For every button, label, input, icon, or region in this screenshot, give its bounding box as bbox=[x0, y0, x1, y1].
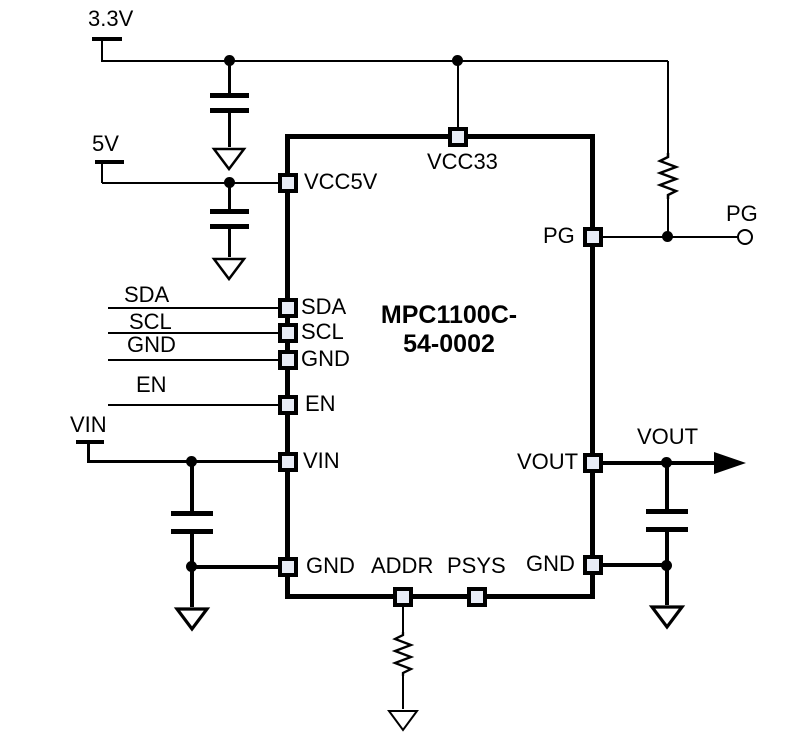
wire-cap-3v3-top bbox=[228, 61, 231, 94]
ic-part-number-line2: 54-0002 bbox=[403, 330, 495, 358]
pin-square-addr bbox=[393, 587, 413, 607]
net-label-scl: SCL bbox=[129, 309, 172, 334]
pin-square-en bbox=[278, 395, 298, 415]
pin-label-psys: PSYS bbox=[447, 553, 506, 578]
net-label-pg: PG bbox=[726, 201, 758, 226]
wire-5v-stub bbox=[101, 163, 103, 183]
pin-label-scl: SCL bbox=[301, 319, 344, 344]
ground-icon-vin bbox=[173, 607, 211, 632]
pin-square-gnd-left bbox=[278, 350, 298, 370]
wire-3v3-stub bbox=[101, 40, 103, 62]
pin-square-gnd-bottom-right bbox=[583, 555, 603, 575]
junction-dot bbox=[224, 177, 235, 188]
wire-pg-pullup-top bbox=[667, 61, 669, 156]
junction-dot bbox=[186, 456, 197, 467]
vout-arrow-icon bbox=[714, 452, 746, 474]
net-label-vout: VOUT bbox=[637, 424, 699, 449]
wire-vout bbox=[603, 461, 717, 465]
wire-cap-5v-top bbox=[228, 184, 231, 210]
capacitor-3v3-plate-top bbox=[210, 93, 249, 98]
pin-square-vcc5v bbox=[278, 173, 298, 193]
ground-icon-addr bbox=[387, 710, 419, 732]
supply-terminal-3v3 bbox=[92, 37, 122, 41]
wire-addr-top bbox=[402, 607, 404, 633]
wire-vin bbox=[87, 460, 278, 463]
junction-dot bbox=[662, 231, 673, 242]
capacitor-5v-plate-bottom bbox=[210, 224, 249, 229]
pg-terminal-circle bbox=[737, 229, 753, 245]
pin-label-sda: SDA bbox=[301, 294, 347, 319]
junction-dot bbox=[452, 55, 463, 66]
junction-dot bbox=[186, 561, 197, 572]
pin-label-en: EN bbox=[305, 391, 336, 416]
pin-label-vcc33: VCC33 bbox=[427, 149, 498, 174]
wire-cap-3v3-bottom bbox=[228, 113, 231, 147]
wire-5v-rail bbox=[102, 182, 278, 184]
wire-gnd-vin-stem bbox=[190, 567, 194, 607]
capacitor-5v-plate-top bbox=[210, 209, 249, 214]
wire-gnd-signal bbox=[108, 359, 278, 361]
pin-square-sda bbox=[278, 298, 298, 318]
net-label-gnd: GND bbox=[127, 332, 176, 357]
wire-scl bbox=[108, 332, 278, 334]
pin-square-psys bbox=[467, 587, 487, 607]
wire-cap-vin-bottom bbox=[190, 534, 194, 567]
pin-label-gnd-bottom-right: GND bbox=[526, 551, 575, 576]
wire-gnd-vout-stem bbox=[665, 565, 669, 605]
pin-square-vcc33 bbox=[448, 127, 468, 147]
wire-3v3-rail bbox=[102, 60, 668, 62]
pin-label-addr: ADDR bbox=[371, 553, 434, 578]
capacitor-vout-plate-bottom bbox=[646, 527, 688, 532]
wire-pg-pullup-bottom bbox=[667, 198, 669, 238]
net-label-en: EN bbox=[136, 372, 167, 397]
wire-vcc33-stem bbox=[457, 61, 459, 137]
pin-label-gnd-bottom-left: GND bbox=[306, 553, 355, 578]
pin-square-scl bbox=[278, 323, 298, 343]
ic-part-number: MPC1100C- 54-0002 bbox=[363, 301, 535, 359]
wire-en bbox=[108, 404, 278, 406]
resistor-icon-pg-pullup bbox=[656, 153, 680, 199]
junction-dot bbox=[224, 55, 235, 66]
pin-square-vout bbox=[583, 453, 603, 473]
net-label-vin: VIN bbox=[70, 412, 107, 437]
pin-label-gnd-left: GND bbox=[301, 346, 350, 371]
wire-cap-vout-top bbox=[665, 463, 669, 511]
wire-cap-5v-bottom bbox=[228, 229, 231, 257]
capacitor-vin-plate-bottom bbox=[171, 529, 213, 534]
wire-sda bbox=[108, 307, 278, 309]
wire-cap-vout-bottom bbox=[665, 532, 669, 565]
pin-square-pg bbox=[583, 227, 603, 247]
wire-cap-vin-top bbox=[190, 462, 194, 513]
pin-label-vout: VOUT bbox=[517, 449, 579, 474]
junction-dot bbox=[661, 457, 672, 468]
net-label-5v: 5V bbox=[92, 131, 119, 156]
supply-terminal-vin bbox=[76, 440, 104, 444]
pin-label-vcc5v: VCC5V bbox=[304, 169, 378, 194]
wire-addr-bottom bbox=[402, 675, 404, 709]
ground-icon-5v bbox=[211, 257, 247, 282]
pin-square-vin bbox=[278, 452, 298, 472]
wire-gnd-link-left bbox=[192, 565, 278, 569]
capacitor-vout-plate-top bbox=[646, 509, 688, 514]
pin-label-pg: PG bbox=[543, 223, 575, 248]
ic-body bbox=[285, 134, 595, 599]
ic-part-number-line1: MPC1100C- bbox=[380, 301, 518, 329]
wire-gnd-link-right bbox=[603, 563, 667, 567]
net-label-3v3: 3.3V bbox=[88, 6, 134, 31]
capacitor-3v3-plate-bottom bbox=[210, 108, 249, 113]
net-label-sda: SDA bbox=[124, 282, 170, 307]
capacitor-vin-plate-top bbox=[171, 511, 213, 516]
pin-square-gnd-bottom-left bbox=[278, 557, 298, 577]
wire-vin-stub bbox=[87, 443, 90, 463]
junction-dot bbox=[661, 560, 672, 571]
ground-icon-vout bbox=[648, 605, 686, 630]
pin-label-vin: VIN bbox=[303, 448, 340, 473]
ground-icon-3v3 bbox=[211, 147, 247, 172]
resistor-icon-addr bbox=[391, 632, 415, 676]
supply-terminal-5v bbox=[95, 160, 124, 164]
